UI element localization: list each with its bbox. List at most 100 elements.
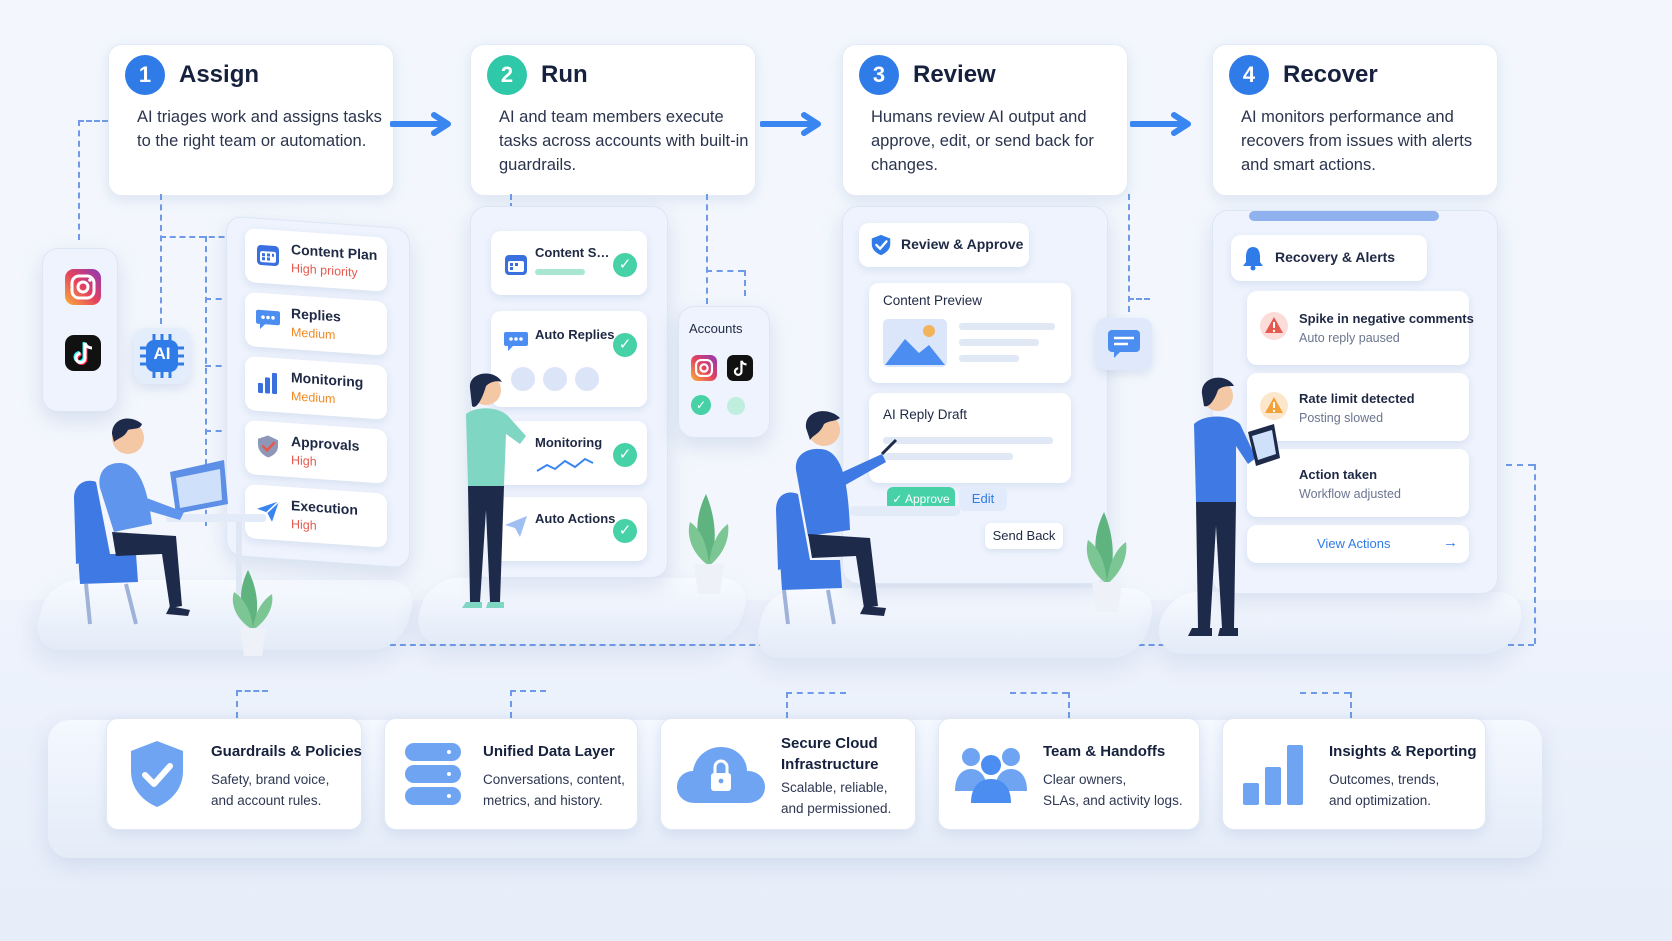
alert-title: Spike in negative comments: [1299, 311, 1474, 326]
task-label: Replies: [291, 305, 341, 325]
task-priority: Medium: [291, 389, 336, 407]
step-card-run: 2 Run AI and team members execute tasks …: [470, 44, 756, 196]
task-tile[interactable]: Approvals High: [245, 419, 387, 484]
foundation-desc: Outcomes, trends,: [1329, 772, 1440, 787]
run-task-tile[interactable]: Content S… ✓: [491, 231, 647, 295]
bar-chart-icon: [1243, 745, 1303, 805]
content-preview-label: Content Preview: [883, 293, 983, 308]
connector-line: [1010, 692, 1068, 694]
team-people-icon: [955, 748, 1027, 803]
run-task-tile[interactable]: Auto Replies ✓: [491, 311, 647, 407]
step-number: 1: [125, 55, 165, 95]
person-standing-illustration: [462, 373, 526, 608]
connector-line: [1534, 464, 1536, 644]
foundation-title-line2: Infrastructure: [781, 756, 879, 773]
ai-chip: AI: [134, 328, 190, 384]
recovery-header: Recovery & Alerts: [1231, 235, 1427, 281]
connector-line: [236, 690, 238, 718]
calendar-icon: [257, 245, 279, 267]
step-description: Humans review AI output and approve, edi…: [871, 108, 1094, 174]
task-tile[interactable]: Replies Medium: [245, 291, 387, 356]
avatar: [543, 367, 567, 391]
social-accounts-panel: [42, 248, 118, 412]
foundation-card-guardrails: Guardrails & Policies Safety, brand voic…: [106, 718, 362, 830]
check-icon: ✓: [613, 443, 637, 467]
panel-tab-bar: [1249, 211, 1439, 221]
connector-line: [1068, 692, 1070, 718]
check-icon: ✓: [613, 519, 637, 543]
accounts-panel: Accounts ✓: [678, 306, 770, 438]
paper-plane-icon: [257, 500, 280, 522]
step-title: Run: [541, 61, 588, 88]
cloud-lock-icon: [677, 747, 765, 803]
view-actions-button[interactable]: View Actions →: [1247, 525, 1469, 563]
connector-line: [160, 194, 162, 324]
foundation-desc: Clear owners,: [1043, 772, 1127, 787]
task-tile[interactable]: Execution High: [245, 483, 387, 548]
step-card-review: 3 Review Humans review AI output and app…: [842, 44, 1128, 196]
step-title: Assign: [179, 61, 260, 88]
foundation-title: Guardrails & Policies: [211, 743, 362, 760]
connector-line: [205, 365, 243, 367]
task-tile[interactable]: Content Plan High priority: [245, 227, 387, 292]
connector-line: [1128, 194, 1130, 312]
paper-plane-icon: [505, 516, 527, 537]
connector-line: [78, 120, 80, 240]
check-icon: ✓: [613, 333, 637, 357]
foundation-desc: Conversations, content,: [483, 772, 625, 787]
task-priority: High: [291, 517, 317, 533]
step-description: AI monitors performance and recovers fro…: [1241, 108, 1473, 174]
instagram-icon: [65, 269, 101, 305]
review-header: Review & Approve: [859, 223, 1029, 267]
connector-line: [1300, 692, 1350, 694]
connector-line: [510, 690, 546, 692]
connector-line: [205, 430, 243, 432]
foundation-title: Unified Data Layer: [483, 743, 615, 760]
check-icon: ✓: [613, 253, 637, 277]
task-tile[interactable]: Monitoring Medium: [245, 355, 387, 420]
calendar-icon: [505, 255, 527, 275]
run-task-label: Monitoring: [535, 435, 603, 450]
run-task-tile[interactable]: Auto Actions ✓: [491, 497, 647, 561]
alert-title: Action taken: [1299, 467, 1378, 482]
shield-check-icon: [258, 435, 278, 458]
person-reviewing-illustration: [776, 411, 960, 625]
foundation-card-insights: Insights & Reporting Outcomes, trends, a…: [1222, 718, 1486, 830]
connector-line: [510, 690, 512, 718]
alert-item[interactable]: Rate limit detected Posting slowed: [1247, 373, 1469, 441]
image-placeholder-icon: [883, 319, 947, 367]
message-icon: [1108, 330, 1140, 358]
step-card-assign: 1 Assign AI triages work and assigns tas…: [108, 44, 394, 196]
foundation-title: Team & Handoffs: [1043, 743, 1166, 760]
task-list-panel: Content Plan High priority Replies Mediu…: [226, 215, 410, 569]
foundation-desc: and optimization.: [1329, 793, 1432, 808]
connector-line: [1350, 692, 1352, 718]
edit-button[interactable]: Edit: [959, 487, 1007, 511]
alert-title: Rate limit detected: [1299, 391, 1415, 406]
step-number: 3: [859, 55, 899, 95]
alert-item[interactable]: Action taken Workflow adjusted: [1247, 449, 1469, 517]
trend-line-icon: [536, 457, 594, 472]
status-dot: [727, 397, 745, 415]
person-with-tablet-illustration: [1188, 377, 1280, 636]
arrow-right-icon: [760, 112, 821, 136]
task-label: Execution: [291, 497, 358, 518]
shield-check-icon: [131, 741, 183, 807]
chat-bubble-icon: [256, 309, 280, 329]
task-label: Content Plan: [291, 241, 378, 264]
foundation-desc: metrics, and history.: [483, 793, 603, 808]
run-task-label: Auto Actions: [535, 511, 616, 526]
arrow-right-icon: [1130, 112, 1191, 136]
arrow-right-icon: →: [1443, 534, 1458, 551]
run-task-label: Content S…: [535, 245, 610, 260]
warning-red-icon: [1260, 312, 1288, 340]
connector-line: [236, 690, 268, 692]
plant-illustration: [688, 494, 729, 594]
connector-line: [1128, 298, 1150, 300]
alert-item[interactable]: Spike in negative comments Auto reply pa…: [1247, 291, 1474, 365]
arrow-right-icon: [390, 112, 451, 136]
send-back-button[interactable]: Send Back: [985, 523, 1063, 549]
step-description: AI and team members execute tasks across…: [499, 108, 749, 174]
foundation-desc: Safety, brand voice,: [211, 772, 330, 787]
instagram-icon: [691, 355, 717, 381]
